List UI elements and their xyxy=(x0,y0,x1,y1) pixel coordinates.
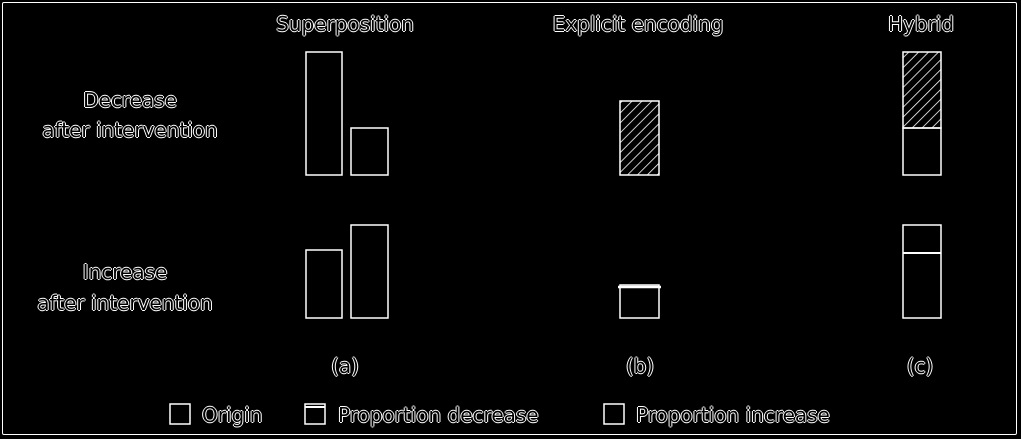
superposition-decrease-after-bar xyxy=(350,127,389,176)
column-title-explicit: Explicit encoding xyxy=(552,12,724,36)
row-label-decrease-line1: Decrease xyxy=(83,88,177,112)
legend-label-increase: Proportion increase xyxy=(636,403,830,427)
row-label-increase-line2: after intervention xyxy=(37,291,213,315)
legend-swatch-decrease xyxy=(304,403,326,425)
explicit-decrease-bar xyxy=(619,100,660,176)
hybrid-decrease-origin-part xyxy=(902,127,942,176)
column-title-hybrid: Hybrid xyxy=(887,12,955,36)
row-label-decrease-line2: after intervention xyxy=(42,118,218,142)
sub-label-b: (b) xyxy=(625,354,655,378)
legend-swatch-increase xyxy=(603,403,625,425)
legend-label-decrease: Proportion decrease xyxy=(338,403,539,427)
superposition-increase-after-bar xyxy=(350,224,389,319)
column-title-superposition: Superposition xyxy=(276,12,414,36)
superposition-increase-before-bar xyxy=(305,249,343,319)
sub-label-c: (c) xyxy=(906,354,934,378)
row-label-increase-line1: Increase xyxy=(82,260,168,284)
sub-label-a: (a) xyxy=(331,354,359,378)
legend-label-origin: Origin xyxy=(202,403,263,427)
explicit-increase-bar xyxy=(619,284,660,319)
superposition-decrease-before-bar xyxy=(305,51,343,176)
hybrid-decrease-hatched-part xyxy=(902,51,942,129)
hybrid-increase-bar xyxy=(902,224,942,319)
legend-swatch-origin xyxy=(169,403,191,425)
